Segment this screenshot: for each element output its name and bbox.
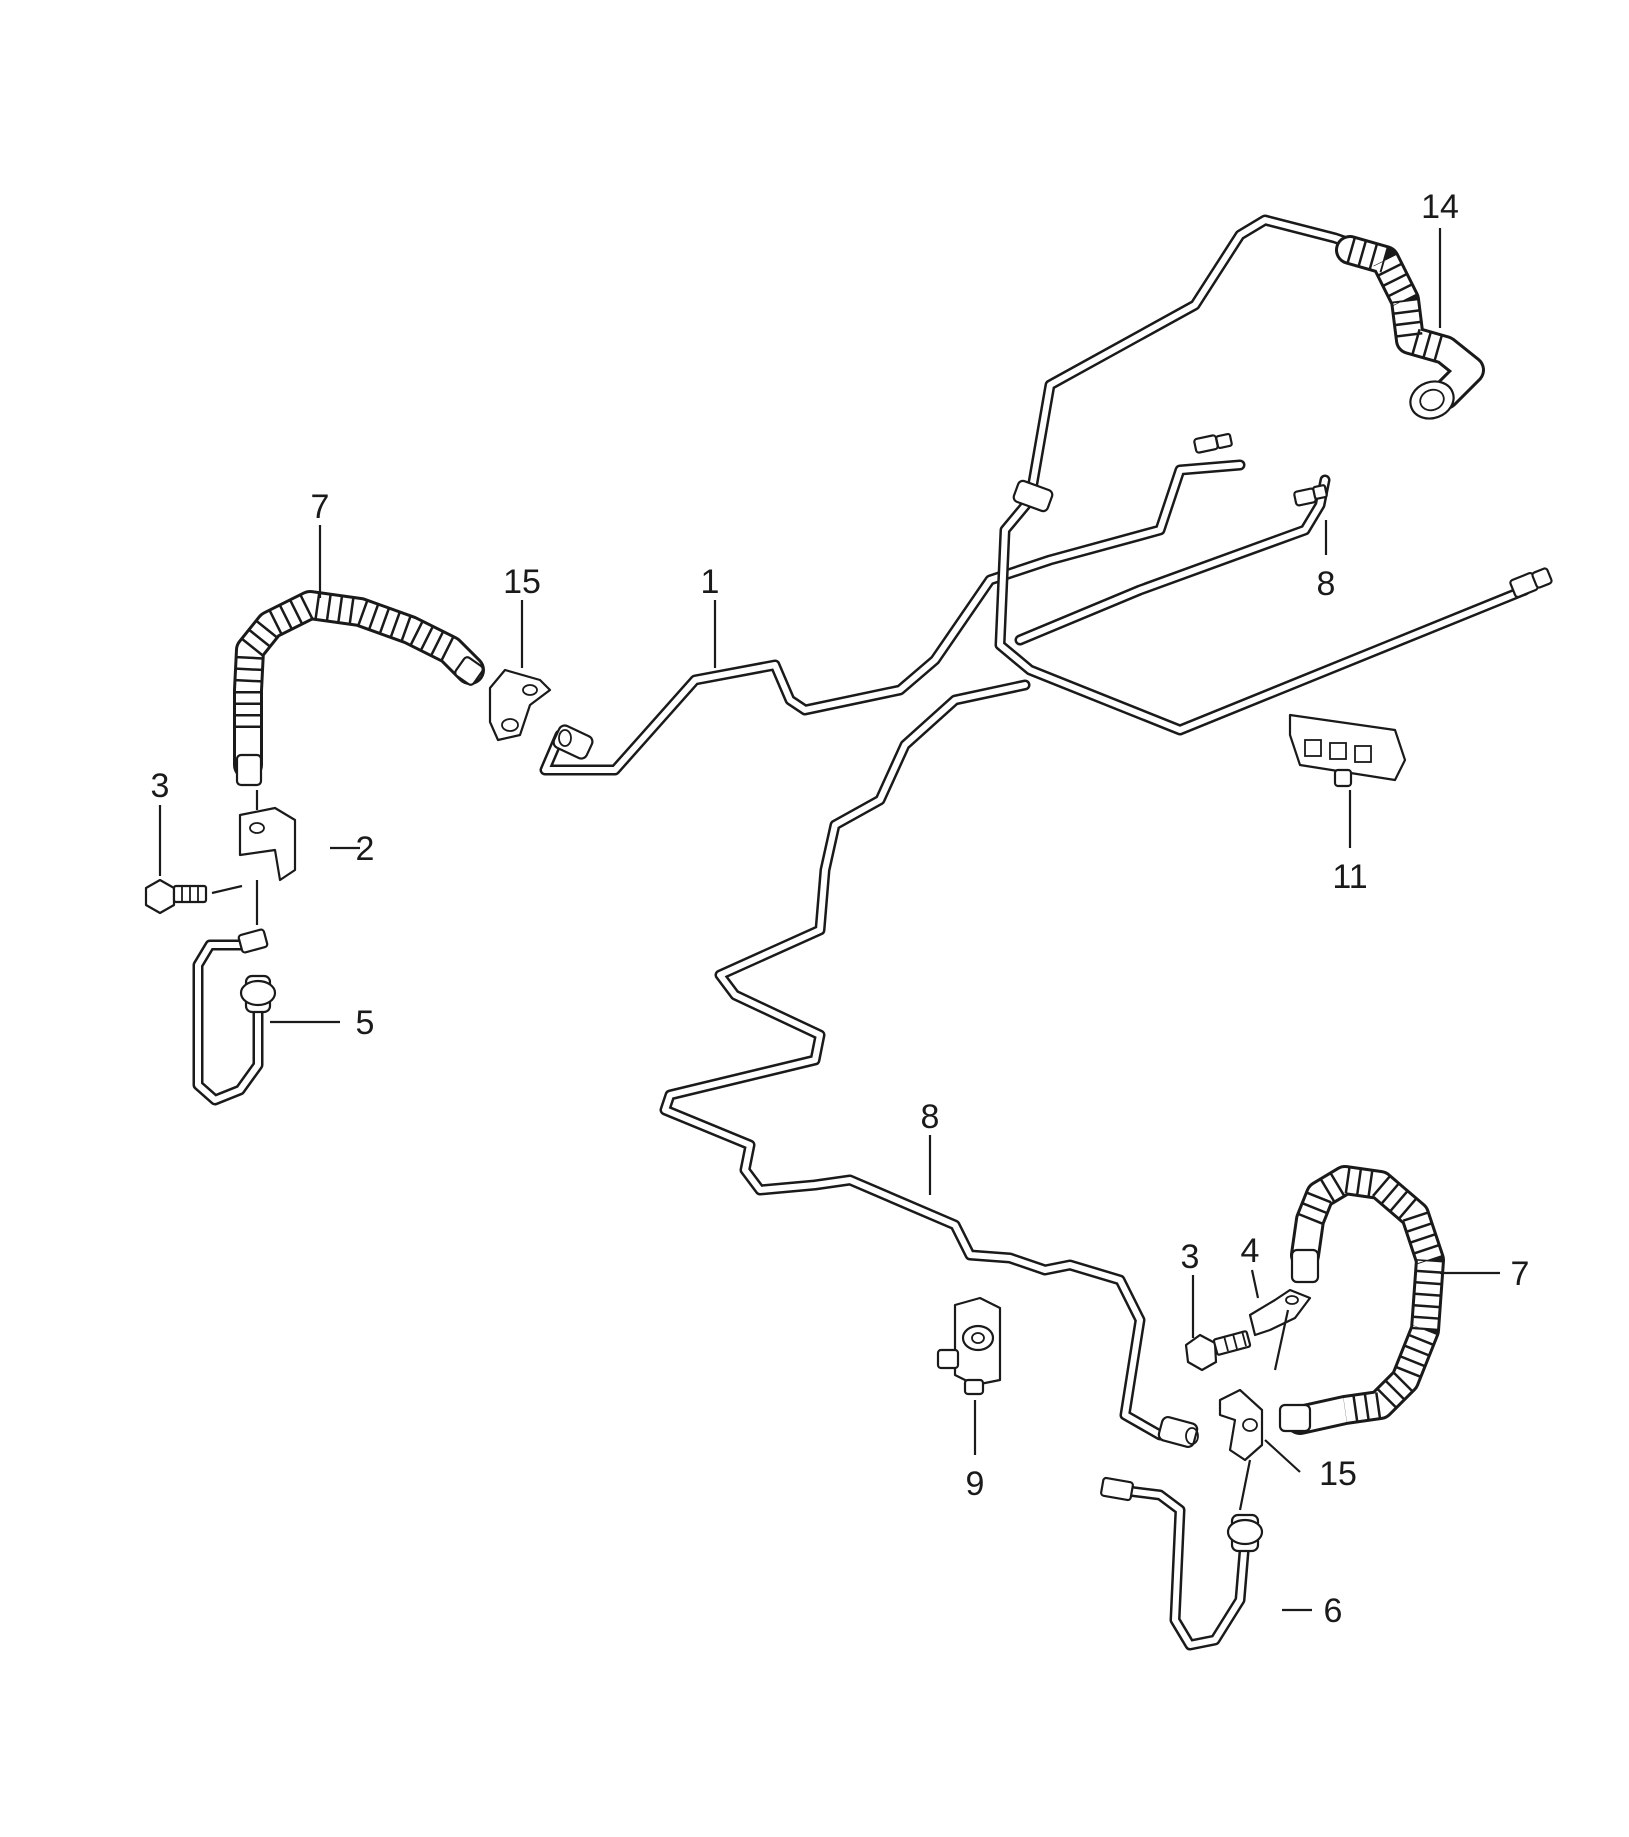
brake-line-part-5 [192,928,277,1106]
pipe-end-fitting-long [1509,567,1553,599]
hose-part-14 [1335,235,1485,420]
pipe-end-fitting-upper [1193,432,1233,454]
pipe-end-fitting-right [1293,484,1328,507]
brake-pipe-main [539,459,1246,776]
callout-2: 2 [356,830,375,868]
callout-7-left: 7 [311,488,330,526]
callout-8-mid: 8 [921,1098,940,1136]
callout-6: 6 [1324,1592,1343,1630]
alignment-line-right-2 [1238,1459,1252,1511]
flex-hose-right [1278,1165,1445,1435]
callout-15-left: 15 [503,563,541,601]
bolt-part-3-left [144,878,208,915]
leader-lines [158,228,1500,1612]
clip-part-15-left [488,668,552,742]
brake-pipe-upper-loop [994,214,1531,736]
valve-part-9 [936,1296,1002,1396]
callout-3-left: 3 [151,767,170,805]
callout-8-top: 8 [1317,565,1336,603]
clip-part-15-right [1218,1388,1264,1462]
brake-pipe-long [659,679,1166,1441]
callout-9: 9 [966,1465,985,1503]
union-fitting-right [1157,1415,1199,1449]
callout-3-right: 3 [1181,1238,1200,1276]
bolt-alignment-line-left [211,884,243,895]
callout-15-right: 15 [1319,1455,1357,1493]
callout-numbers: 1 2 3 3 4 5 6 7 7 8 8 9 11 14 15 15 [151,188,1530,1630]
bracket-part-4 [1248,1288,1312,1337]
callout-7-right: 7 [1511,1255,1530,1293]
distributor-part-11 [1288,713,1407,788]
flex-hose-left [233,590,485,787]
callout-5: 5 [356,1004,375,1042]
bracket-part-2 [238,806,297,882]
callout-1: 1 [701,563,720,601]
bolt-part-3-right [1184,1330,1252,1372]
union-fitting-left [552,724,594,760]
pipe-clip-upper [1012,479,1054,513]
callout-11: 11 [1332,858,1367,896]
callout-4: 4 [1241,1232,1260,1270]
alignment-line-right-1 [1273,1309,1290,1371]
callout-14: 14 [1421,188,1459,226]
brake-line-part-6 [1100,1476,1264,1651]
